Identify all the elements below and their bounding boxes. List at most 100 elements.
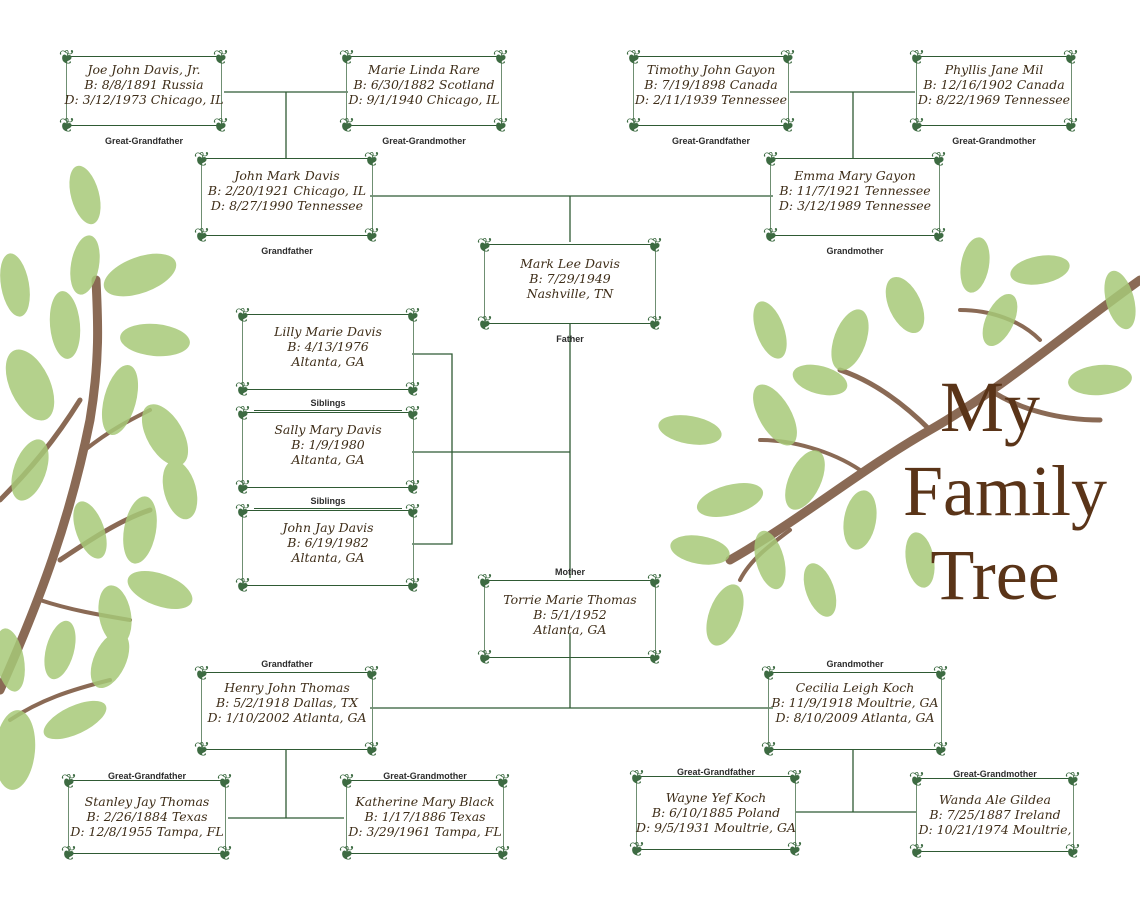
person-death: D: 8/27/1990 Tennessee (210, 198, 364, 213)
person-birth: B: 12/16/1902 Canada (923, 77, 1065, 92)
flourish-ornament-icon: ❦ (646, 233, 664, 257)
flourish-ornament-icon: ❦ (1064, 767, 1082, 791)
card-frame (484, 580, 656, 658)
person-birth: B: 7/19/1898 Canada (644, 77, 778, 92)
person-name: Phyllis Jane Mil (944, 62, 1044, 77)
person-card-great-grandmother-black[interactable]: ❦❦❦❦ Great-Grandmother Katherine Mary Bl… (338, 769, 512, 865)
person-name: Cecilia Leigh Koch (795, 680, 915, 695)
card-frame (66, 56, 222, 126)
flourish-ornament-icon: ❦ (625, 113, 643, 137)
person-location: Altanta, GA (291, 452, 365, 467)
flourish-ornament-icon: ❦ (628, 837, 646, 861)
flourish-ornament-icon: ❦ (363, 147, 381, 171)
relationship-label: Great-Grandfather (676, 767, 756, 777)
person-birth: B: 1/17/1886 Texas (364, 809, 486, 824)
person-card-great-grandfather-davis[interactable]: ❦❦❦❦ Joe John Davis, Jr.B: 8/8/1891 Russ… (58, 45, 230, 146)
flourish-ornament-icon: ❦ (908, 113, 926, 137)
person-name: Emma Mary Gayon (794, 168, 916, 183)
person-death: D: 9/1/1940 Chicago, IL (348, 92, 500, 107)
flourish-ornament-icon: ❦ (646, 311, 664, 335)
person-card-great-grandfather-thomas[interactable]: ❦❦❦❦ Great-Grandfather Stanley Jay Thoma… (60, 769, 234, 865)
flourish-ornament-icon: ❦ (760, 661, 778, 685)
relationship-label: Grandmother (826, 659, 884, 669)
flourish-ornament-icon: ❦ (492, 113, 510, 137)
relationship-label: Grandfather (261, 659, 313, 669)
person-birth: B: 2/26/1884 Texas (86, 809, 208, 824)
flourish-ornament-icon: ❦ (932, 737, 950, 761)
flourish-ornament-icon: ❦ (404, 303, 422, 327)
flourish-ornament-icon: ❦ (404, 499, 422, 523)
person-birth: B: 11/7/1921 Tennessee (779, 183, 931, 198)
person-death: D: 10/21/1974 Moultrie, (918, 822, 1072, 837)
person-birth: B: 7/29/1949 (529, 271, 611, 286)
flourish-ornament-icon: ❦ (1062, 45, 1080, 69)
flourish-ornament-icon: ❦ (492, 45, 510, 69)
flourish-ornament-icon: ❦ (234, 377, 252, 401)
connector-lines (224, 91, 916, 819)
flourish-ornament-icon: ❦ (476, 645, 494, 669)
flourish-ornament-icon: ❦ (404, 573, 422, 597)
flourish-ornament-icon: ❦ (338, 841, 356, 865)
person-name: Torrie Marie Thomas (503, 592, 637, 607)
flourish-ornament-icon: ❦ (779, 113, 797, 137)
flourish-ornament-icon: ❦ (338, 45, 356, 69)
flourish-ornament-icon: ❦ (779, 45, 797, 69)
person-name: Sally Mary Davis (274, 422, 382, 437)
relationship-label: Great-Grandmother (952, 136, 1036, 146)
card-frame (242, 412, 414, 488)
flourish-ornament-icon: ❦ (212, 45, 230, 69)
person-location: Atlanta, GA (533, 622, 607, 637)
relationship-label: Great-Grandmother (953, 769, 1037, 779)
relationship-label: Father (556, 334, 584, 344)
flourish-ornament-icon: ❦ (762, 223, 780, 247)
person-death: D: 9/5/1931 Moultrie, GA (635, 820, 797, 835)
person-name: Mark Lee Davis (520, 256, 620, 271)
flourish-ornament-icon: ❦ (404, 377, 422, 401)
siblings-divider (254, 410, 402, 411)
person-birth: B: 2/20/1921 Chicago, IL (207, 183, 367, 198)
person-location: Altanta, GA (291, 550, 365, 565)
person-death: D: 2/11/1939 Tennessee (634, 92, 788, 107)
relationship-label: Great-Grandfather (671, 136, 751, 146)
person-name: Joe John Davis, Jr. (87, 62, 201, 77)
person-location: Altanta, GA (291, 354, 365, 369)
relationship-label: Grandmother (826, 246, 884, 256)
flourish-ornament-icon: ❦ (60, 769, 78, 793)
flourish-ornament-icon: ❦ (216, 841, 234, 865)
card-frame (916, 56, 1072, 126)
person-birth: B: 1/9/1980 (291, 437, 365, 452)
person-birth: B: 5/2/1918 Dallas, TX (215, 695, 358, 710)
person-death: D: 12/8/1955 Tampa, FL (70, 824, 224, 839)
relationship-label: Great-Grandmother (382, 136, 466, 146)
page-title: My Family Tree (880, 365, 1130, 617)
card-frame (242, 314, 414, 390)
flourish-ornament-icon: ❦ (363, 223, 381, 247)
flourish-ornament-icon: ❦ (494, 769, 512, 793)
flourish-ornament-icon: ❦ (193, 661, 211, 685)
flourish-ornament-icon: ❦ (234, 499, 252, 523)
flourish-ornament-icon: ❦ (404, 401, 422, 425)
flourish-ornament-icon: ❦ (762, 147, 780, 171)
card-frame (242, 510, 414, 586)
flourish-ornament-icon: ❦ (628, 765, 646, 789)
flourish-ornament-icon: ❦ (58, 113, 76, 137)
flourish-ornament-icon: ❦ (338, 113, 356, 137)
title-line-2: Family (902, 451, 1107, 531)
person-birth: B: 11/9/1918 Moultrie, GA (771, 695, 939, 710)
flourish-ornament-icon: ❦ (760, 737, 778, 761)
